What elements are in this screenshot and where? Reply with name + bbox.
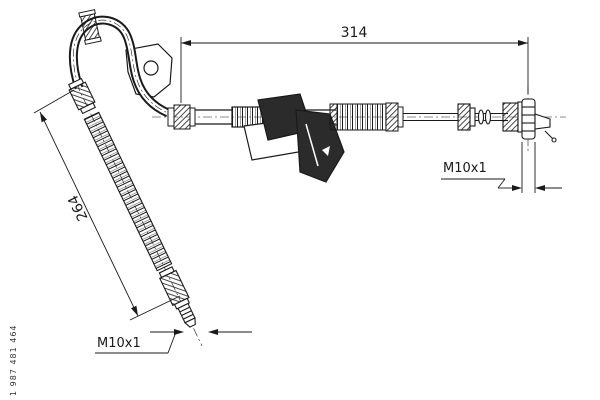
banjo-fitting	[502, 98, 557, 143]
thread-right-label: M10x1	[443, 161, 487, 176]
corrugated-sleeve-right	[329, 102, 404, 132]
drawing-number: 1 987 481 464	[9, 324, 18, 396]
dim-264-label: 264	[65, 192, 91, 223]
thread-bottom-label: M10x1	[97, 336, 141, 351]
thread-callout-bottom: M10x1	[95, 329, 252, 354]
diagonal-hose	[68, 77, 196, 328]
top-crimp-fitting	[78, 9, 102, 45]
thread-callout-right: M10x1	[441, 142, 562, 193]
left-hose-fitting	[167, 104, 196, 130]
curved-pipe	[68, 15, 170, 118]
dim-314-label: 314	[341, 25, 368, 41]
mid-pipe-and-fitting	[403, 103, 508, 131]
dimension-264: 264	[33, 89, 181, 321]
dimension-314: 314	[180, 25, 529, 103]
